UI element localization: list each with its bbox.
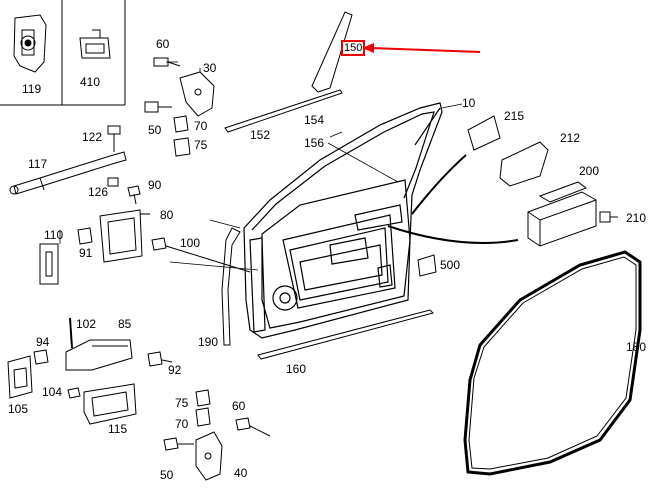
label-110: 110: [44, 228, 64, 242]
label-91: 91: [79, 246, 93, 260]
label-50-bottom: 50: [160, 468, 174, 482]
label-500: 500: [440, 258, 461, 272]
bolt-60-icon: [153, 57, 181, 67]
handle-115-icon: [83, 383, 137, 425]
label-85: 85: [118, 317, 132, 331]
pin-122-icon: [107, 125, 121, 152]
leader-lines: [59, 61, 463, 271]
sleeve-75-bottom-icon: [195, 389, 211, 407]
door-check-80-icon: [99, 209, 150, 263]
screw-210-icon: [599, 211, 618, 223]
label-126: 126: [88, 185, 109, 199]
label-212: 212: [560, 131, 581, 145]
label-40: 40: [234, 466, 248, 480]
label-152: 152: [250, 128, 271, 142]
label-190: 190: [198, 335, 219, 349]
door-seal-180-inner: [468, 256, 637, 470]
bolt-92-icon: [147, 351, 173, 367]
label-210: 210: [626, 211, 647, 225]
bolt-50-bottom-icon: [163, 437, 194, 451]
hinge-30-icon: [179, 71, 215, 117]
label-154: 154: [304, 113, 325, 127]
clip-126-icon: [107, 177, 119, 187]
part-105-icon: [7, 355, 33, 399]
label-75-bottom: 75: [175, 396, 189, 410]
bolt-90-icon: [127, 185, 141, 205]
seal-160: [257, 309, 434, 360]
arrow-200: [387, 225, 519, 244]
label-104: 104: [42, 385, 63, 399]
seal-152: [224, 89, 343, 133]
label-90: 90: [148, 178, 162, 192]
bolt-100-icon: [151, 237, 251, 273]
inset-boxes: [0, 0, 126, 106]
label-156: 156: [304, 136, 325, 150]
label-160: 160: [286, 362, 307, 376]
label-100: 100: [180, 236, 201, 250]
label-102: 102: [76, 317, 97, 331]
label-215: 215: [504, 109, 525, 123]
label-117: 117: [28, 157, 48, 171]
clip-104-icon: [67, 387, 81, 399]
label-94: 94: [36, 335, 50, 349]
part-212-icon: [499, 141, 549, 187]
bolt-50-icon: [144, 101, 172, 113]
part-410-icon: [79, 29, 111, 59]
part-91-icon: [77, 227, 93, 245]
hinge-40-icon: [195, 431, 223, 481]
bolt-94-icon: [33, 349, 49, 365]
label-115: 115: [108, 422, 128, 436]
label-75-top: 75: [194, 138, 208, 152]
label-70-top: 70: [194, 119, 208, 133]
label-30: 30: [203, 61, 217, 75]
label-70-bottom: 70: [175, 417, 189, 431]
lock-85-icon: [65, 339, 133, 371]
rod-102-icon: [69, 317, 73, 349]
control-module-200: [527, 181, 597, 247]
sleeve-75-icon: [173, 137, 191, 157]
bolt-60-bottom-icon: [235, 417, 271, 437]
label-180: 180: [626, 340, 647, 354]
label-122: 122: [82, 130, 103, 144]
nut-70-icon: [173, 115, 189, 133]
door-seal-180: [463, 250, 642, 476]
arrow-215: [411, 154, 467, 215]
gas-strut-117-icon: [9, 151, 127, 195]
nut-70-bottom-icon: [195, 407, 211, 427]
label-105: 105: [8, 402, 29, 416]
door-shell: [243, 102, 443, 339]
seal-190: [221, 227, 241, 346]
highlight-arrow: [362, 43, 481, 53]
label-200: 200: [579, 164, 600, 178]
part-215-icon: [467, 115, 501, 151]
part-500-icon: [417, 254, 437, 277]
label-92: 92: [168, 363, 182, 377]
part-119-icon: [13, 14, 47, 73]
label-60-top: 60: [156, 37, 170, 51]
inset-label-119: 119: [22, 82, 42, 96]
inset-label-410: 410: [80, 75, 101, 89]
part-110-icon: [39, 243, 59, 285]
label-50-top: 50: [148, 123, 162, 137]
label-60-bottom: 60: [232, 399, 246, 413]
label-80: 80: [160, 208, 174, 222]
label-10: 10: [462, 96, 476, 110]
highlight-label-150: 150: [341, 40, 366, 56]
